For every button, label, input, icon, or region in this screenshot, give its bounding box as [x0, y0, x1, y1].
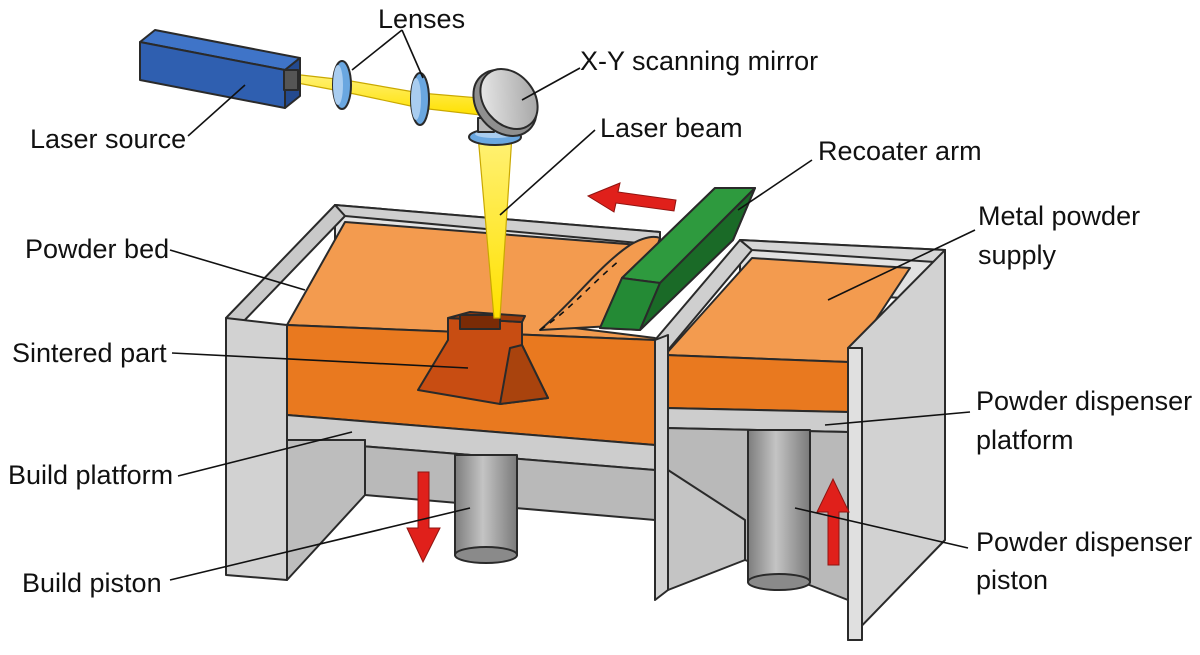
recoater-arm — [539, 187, 756, 331]
label-laser-source: Laser source — [30, 124, 186, 154]
leader-lines — [169, 29, 976, 581]
label-metal-powder-supply-2: supply — [978, 240, 1057, 270]
label-sintered-part: Sintered part — [12, 338, 167, 368]
sintered-part — [417, 311, 549, 405]
laser-optics — [139, 29, 539, 319]
label-build-piston: Build piston — [22, 568, 162, 598]
build-chamber — [225, 204, 661, 581]
label-metal-powder-supply-1: Metal powder — [978, 201, 1140, 231]
label-powder-dispenser-platform-2: platform — [976, 425, 1074, 455]
label-powder-dispenser-platform-1: Powder dispenser — [976, 386, 1192, 416]
powder-dispenser-piston — [747, 429, 811, 591]
label-powder-dispenser-piston-2: piston — [976, 565, 1048, 595]
xy-scanning-mirror — [472, 68, 539, 137]
lens-2 — [410, 72, 430, 126]
supply-right-wall-front — [847, 347, 863, 641]
label-xy-scanning-mirror: X-Y scanning mirror — [580, 46, 818, 76]
supply-chamber — [654, 239, 946, 641]
build-chamber-left-wall-lower — [286, 439, 366, 581]
divider-wall — [654, 334, 669, 601]
label-powder-bed: Powder bed — [25, 234, 169, 264]
lens-1 — [332, 60, 352, 110]
supply-powder-front — [664, 354, 849, 413]
build-piston — [454, 454, 518, 564]
labels: Lenses X-Y scanning mirror Laser source … — [8, 4, 1192, 598]
label-recoater-arm: Recoater arm — [818, 136, 982, 166]
label-laser-beam: Laser beam — [600, 113, 743, 143]
divider-lower — [667, 469, 746, 591]
dispenser-piston-up-arrow — [816, 477, 850, 566]
label-powder-dispenser-piston-1: Powder dispenser — [976, 527, 1192, 557]
laser-source — [139, 29, 301, 109]
label-lenses: Lenses — [378, 4, 465, 34]
recoater-direction-arrow — [586, 182, 677, 213]
laser-beam-horizontal — [291, 73, 481, 116]
build-piston-down-arrow — [406, 471, 441, 564]
label-build-platform: Build platform — [8, 460, 173, 490]
